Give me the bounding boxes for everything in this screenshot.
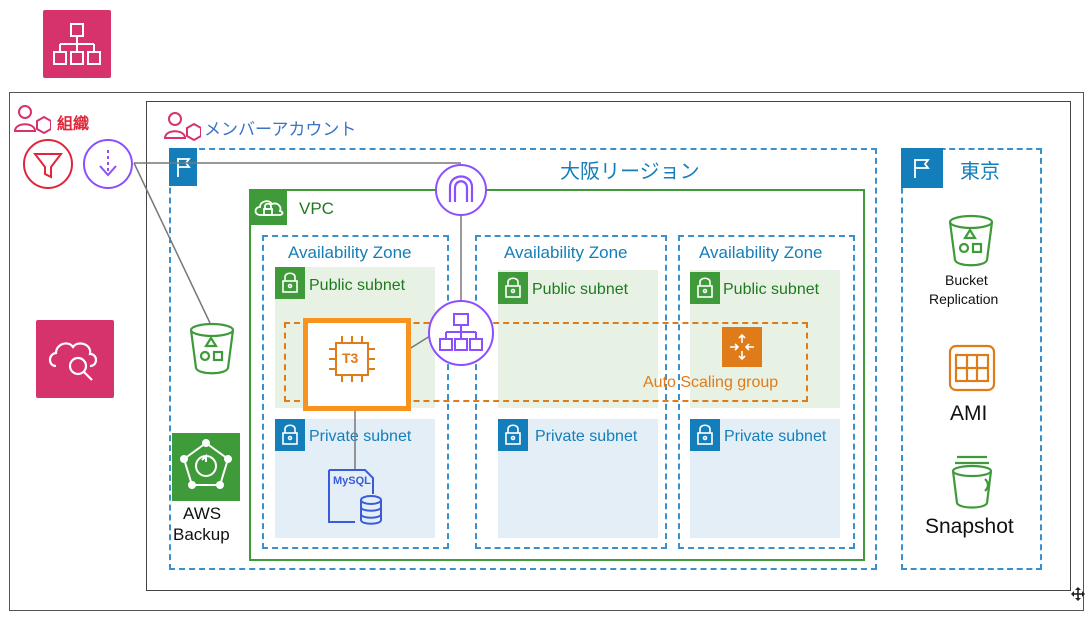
tokyo-region-label: 東京 xyxy=(960,161,1000,183)
load-balancer-icon xyxy=(427,299,495,367)
organization-label: 組織 xyxy=(57,116,90,133)
ami-icon xyxy=(947,343,997,393)
snapshot-label: Snapshot xyxy=(925,515,1014,538)
internet-gateway-icon xyxy=(434,163,488,217)
lock-icon xyxy=(690,272,720,304)
auto-scaling-group-frame xyxy=(284,322,808,402)
availability-zone-2 xyxy=(475,235,667,549)
s3-bucket-icon xyxy=(945,212,997,268)
lock-icon xyxy=(690,419,720,451)
osaka-region-frame xyxy=(169,148,877,570)
member-account-frame xyxy=(146,101,1071,591)
tokyo-region-frame xyxy=(901,148,1042,570)
scp-filter-icon[interactable] xyxy=(22,138,74,190)
availability-zone-3-label: Availability Zone xyxy=(699,243,823,262)
bucket-replication-label-line2: Replication xyxy=(929,291,999,307)
ec2-label: T3 xyxy=(342,350,359,366)
member-account-label: メンバーアカウント xyxy=(204,120,357,139)
auto-scaling-icon xyxy=(722,327,762,367)
private-subnet-2-label: Private subnet xyxy=(535,428,638,445)
availability-zone-2-label: Availability Zone xyxy=(504,243,628,262)
lock-icon xyxy=(498,272,528,304)
bucket-replication-label-line1: Bucket xyxy=(945,272,988,288)
aws-backup-label-line1: AWS xyxy=(183,504,222,523)
database-label: MySQL xyxy=(333,475,371,487)
lock-icon xyxy=(275,419,305,451)
auto-scaling-group-label: Auto Scaling group xyxy=(643,374,779,391)
lock-icon xyxy=(275,267,305,299)
private-subnet-1-label: Private subnet xyxy=(309,428,412,445)
vpc-frame xyxy=(249,189,865,561)
backup-icon xyxy=(172,433,240,501)
organizations-icon xyxy=(43,10,111,78)
member-account-icon xyxy=(163,110,201,144)
region-flag-icon xyxy=(901,148,943,188)
vpc-label: VPC xyxy=(299,199,334,218)
policy-icon[interactable] xyxy=(82,138,134,190)
availability-zone-1-label: Availability Zone xyxy=(288,243,412,262)
organization-account-icon xyxy=(13,103,51,137)
vpc-cloud-icon xyxy=(249,189,287,225)
public-subnet-2-label: Public subnet xyxy=(532,281,629,298)
osaka-region-label: 大阪リージョン xyxy=(560,161,700,183)
resize-handle-icon[interactable] xyxy=(1071,587,1085,601)
s3-bucket-icon xyxy=(186,320,238,376)
rds-mysql-icon: MySQL xyxy=(325,466,387,528)
cloud-search-icon xyxy=(36,320,114,398)
ami-label: AMI xyxy=(950,402,988,425)
aws-backup-label-line2: Backup xyxy=(173,525,230,544)
ec2-chip-icon[interactable]: T3 xyxy=(303,318,411,411)
organization-frame xyxy=(9,92,1084,611)
availability-zone-3 xyxy=(678,235,855,549)
lock-icon xyxy=(498,419,528,451)
snapshot-icon xyxy=(949,453,995,511)
public-subnet-1-label: Public subnet xyxy=(309,277,406,294)
availability-zone-1 xyxy=(262,235,449,549)
region-flag-icon xyxy=(169,148,197,186)
private-subnet-3-label: Private subnet xyxy=(724,428,827,445)
public-subnet-3-label: Public subnet xyxy=(723,281,820,298)
